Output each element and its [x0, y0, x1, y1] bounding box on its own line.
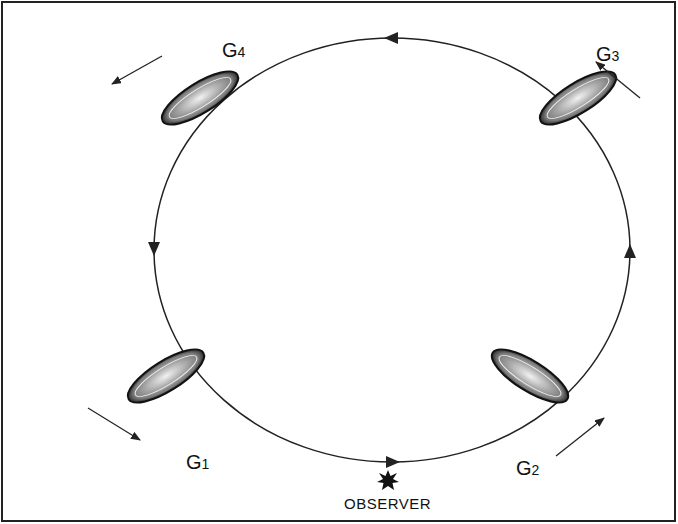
galaxy-label: G4: [222, 40, 245, 60]
velocity-arrow: [556, 418, 604, 456]
velocity-arrow: [596, 62, 640, 98]
orbit-arrowhead: [624, 244, 636, 258]
orbit-arrowhead: [386, 456, 400, 468]
galaxy-label: G1: [186, 452, 209, 472]
galaxy-label: G2: [516, 458, 539, 478]
velocity-arrow: [112, 56, 162, 84]
observer-star: [377, 470, 399, 490]
orbit-arrowhead: [148, 242, 160, 256]
galaxy-disk: [155, 62, 246, 134]
galaxy-disk: [485, 340, 576, 412]
orbit: [154, 38, 630, 462]
galaxy-label: G3: [596, 44, 619, 64]
observer-label: OBSERVER: [344, 496, 431, 511]
velocity-arrow: [88, 408, 140, 440]
orbit-arrowhead: [384, 32, 398, 44]
galaxy-disk: [121, 340, 212, 412]
